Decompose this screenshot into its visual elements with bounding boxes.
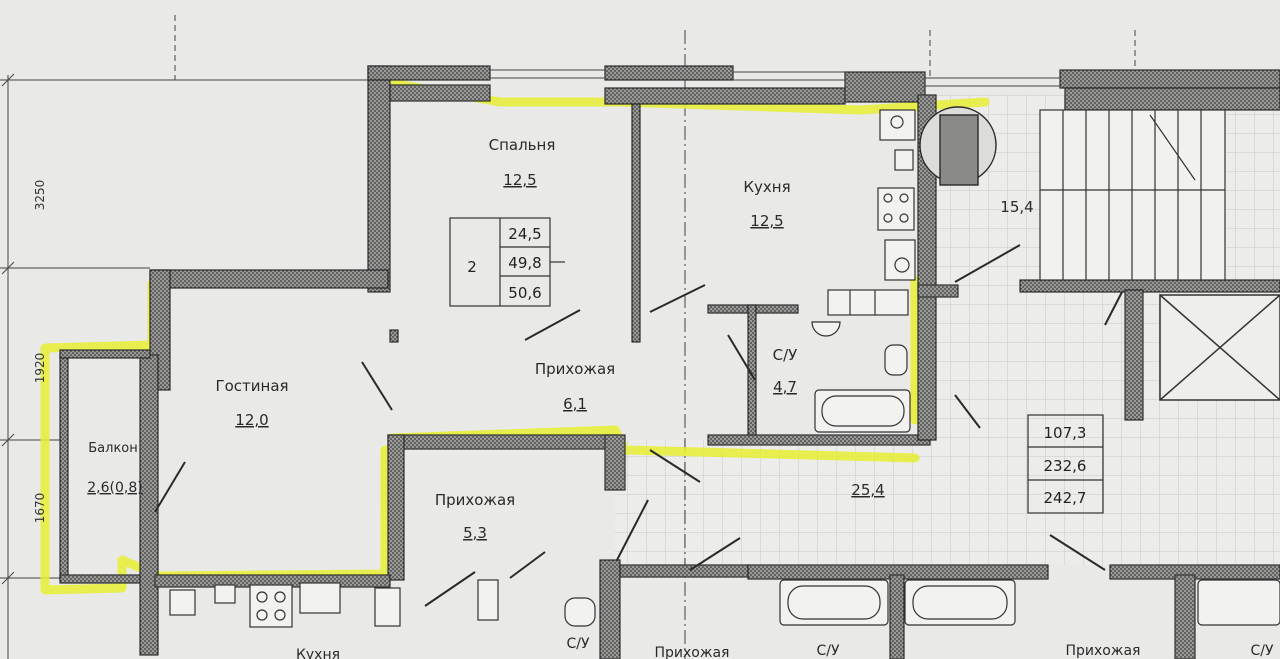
kitchen-appliances <box>827 109 916 316</box>
bathroom-name: С/У <box>773 346 798 364</box>
dimension-3250: 3250 <box>33 180 47 211</box>
walls <box>59 65 1280 659</box>
bathroom-fixtures <box>169 321 1280 628</box>
dimension-1670: 1670 <box>33 493 47 524</box>
balcony-area: 2,6(0,8) <box>87 480 142 496</box>
bottom-hallway-a-label: Прихожая <box>655 645 730 659</box>
kitchen-area: 12,5 <box>750 212 783 230</box>
doors <box>154 244 1123 607</box>
apartment-total-area: 49,8 <box>508 254 541 272</box>
kitchen-name: Кухня <box>743 178 790 196</box>
utility-riser <box>919 106 997 186</box>
bedroom-name: Спальня <box>489 136 556 154</box>
floor-living-area: 107,3 <box>1044 424 1087 442</box>
bottom-bathroom-b-label: С/У <box>816 643 839 659</box>
dimension-1920: 1920 <box>33 353 47 384</box>
bedroom-area: 12,5 <box>503 171 536 189</box>
windows <box>490 69 1060 87</box>
bottom-kitchen-label: Кухня <box>296 647 340 659</box>
elevator-shaft <box>1159 294 1280 401</box>
apartment-summary-table <box>449 217 565 307</box>
corridor-area: 25,4 <box>851 481 884 499</box>
bottom-bathroom-c-label: С/У <box>1250 643 1273 659</box>
living-room-name: Гостиная <box>215 377 288 395</box>
living-room-area: 12,0 <box>235 411 268 429</box>
floor-total-with-balcony: 242,7 <box>1044 489 1087 507</box>
hallway-main-area: 6,1 <box>563 395 587 413</box>
apartment-living-area: 24,5 <box>508 225 541 243</box>
bottom-hallway-b-label: Прихожая <box>1066 643 1141 659</box>
floor-total-area: 232,6 <box>1044 457 1087 475</box>
stair-hall-area: 15,4 <box>1000 198 1033 216</box>
dimension-lines <box>0 15 1136 659</box>
staircase <box>1039 109 1226 281</box>
bathroom-area: 4,7 <box>773 378 797 396</box>
hallway-main-name: Прихожая <box>535 360 615 378</box>
hallway-small-name: Прихожая <box>435 491 515 509</box>
hallway-small-area: 5,3 <box>463 524 487 542</box>
balcony-name: Балкон <box>88 441 138 456</box>
apartment-total-with-balcony: 50,6 <box>508 284 541 302</box>
floor-summary-table <box>1027 414 1104 514</box>
bottom-bathroom-a-label: С/У <box>566 636 589 652</box>
apartment-room-count: 2 <box>467 258 477 276</box>
